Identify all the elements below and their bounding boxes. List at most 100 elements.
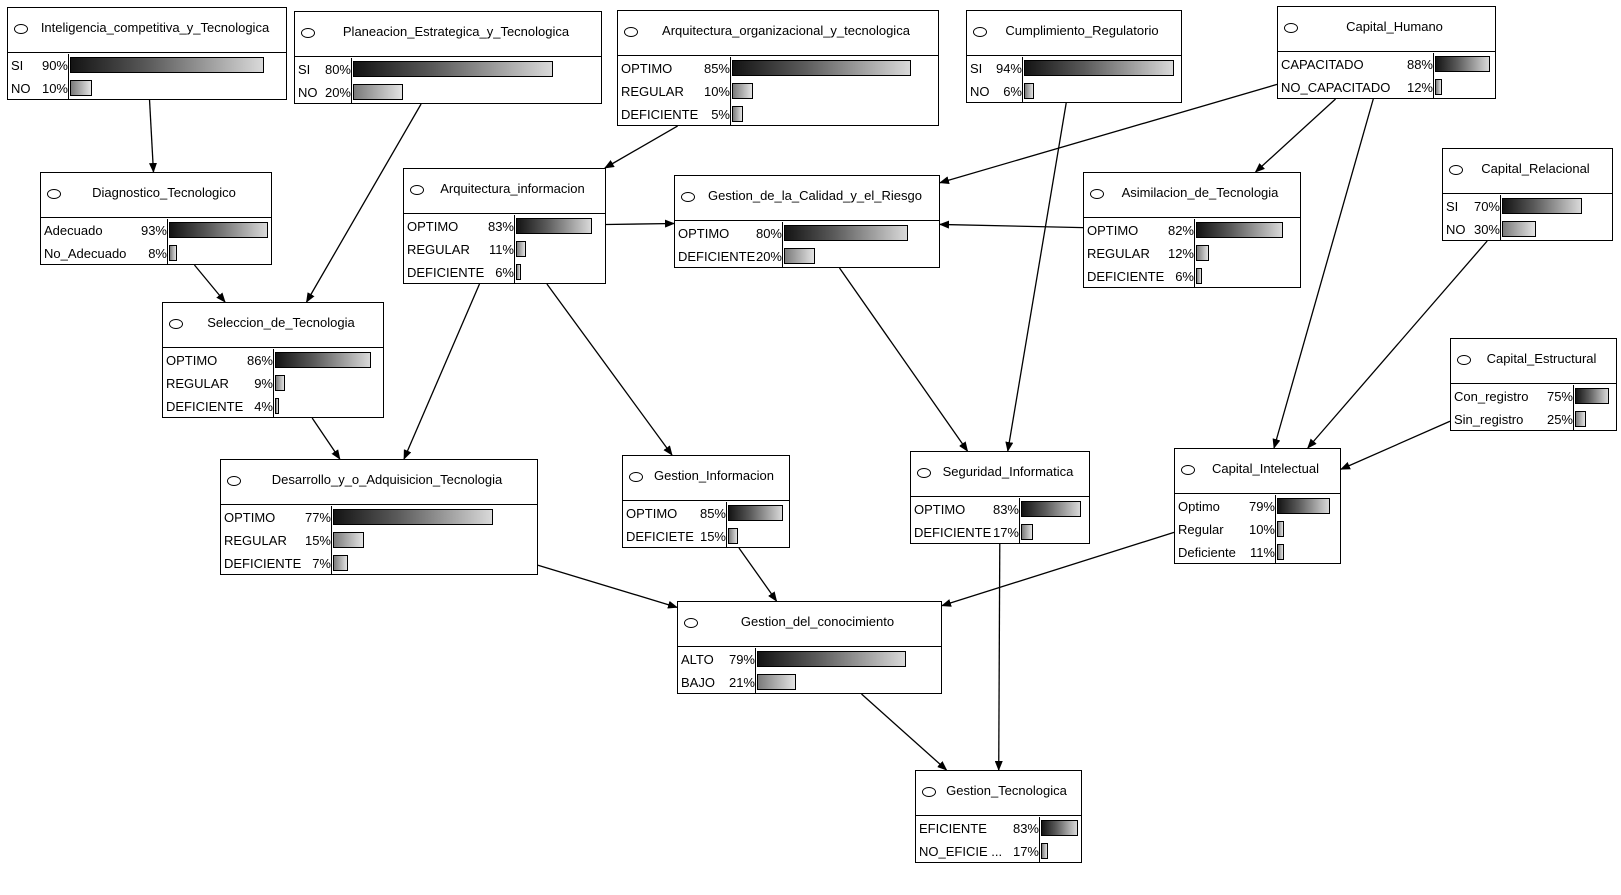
probability-bar (333, 532, 364, 548)
node-arq-org[interactable]: Arquitectura_organizacional_y_tecnologic… (617, 10, 939, 126)
probability-bar (333, 555, 348, 571)
node-title: Gestion_Tecnologica (946, 783, 1067, 798)
state-label: Optimo (1178, 499, 1220, 514)
probability-bar (1024, 83, 1034, 99)
probability-bar (275, 375, 285, 391)
bar-separator (331, 552, 332, 575)
node-header: Seleccion_de_Tecnologia (163, 303, 383, 348)
node-oval-icon (227, 476, 241, 486)
state-percent: 85% (699, 506, 726, 521)
bar-separator (1022, 80, 1023, 103)
probability-bar (1041, 843, 1048, 859)
node-header: Cumplimiento_Regulatorio (967, 11, 1181, 56)
state-percent: 90% (41, 58, 68, 73)
probability-bar (70, 80, 92, 96)
edge-arrow (939, 83, 1278, 185)
edge-arrow (148, 99, 157, 173)
bar-separator (1433, 76, 1434, 99)
state-percent: 6% (1003, 84, 1022, 99)
state-percent: 83% (992, 502, 1019, 517)
bar-separator (1019, 498, 1020, 521)
bar-separator (726, 502, 727, 525)
node-header: Asimilacion_de_Tecnologia (1084, 173, 1300, 218)
edge-arrow (994, 543, 1003, 771)
probability-bar (353, 61, 553, 77)
state-percent: 21% (728, 675, 755, 690)
edge-arrow (861, 693, 948, 771)
bar-separator (1039, 840, 1040, 863)
state-percent: 80% (324, 62, 351, 77)
state-label: DEFICIENTE (678, 249, 756, 264)
node-oval-icon (1449, 165, 1463, 175)
state-label: OPTIMO (1087, 223, 1139, 238)
node-oval-icon (14, 24, 28, 34)
bar-separator (1573, 385, 1574, 408)
probability-bar (1435, 56, 1490, 72)
probability-bar (1575, 388, 1609, 404)
bar-separator (273, 372, 274, 395)
state-row: OPTIMO 85% (623, 502, 789, 525)
state-percent: 80% (755, 226, 782, 241)
state-percent: 30% (1473, 222, 1500, 237)
state-label: DEFICIETE (626, 529, 694, 544)
state-label: DEFICIENTE (407, 265, 485, 280)
state-percent: 94% (995, 61, 1022, 76)
node-header: Arquitectura_organizacional_y_tecnologic… (618, 11, 938, 56)
state-percent: 17% (992, 525, 1019, 540)
probability-bar (1277, 521, 1284, 537)
state-label: OPTIMO (166, 353, 218, 368)
state-percent: 70% (1473, 199, 1500, 214)
state-label: SI (298, 62, 311, 77)
node-title: Seleccion_de_Tecnologia (207, 315, 355, 330)
node-oval-icon (684, 618, 698, 628)
bar-separator (730, 103, 731, 126)
state-label: Con_registro (1454, 389, 1529, 404)
bar-separator (167, 219, 168, 242)
state-percent: 20% (755, 249, 782, 264)
state-row: SI 80% (295, 58, 601, 81)
node-oval-icon (301, 28, 315, 38)
node-header: Capital_Intelectual (1175, 449, 1340, 494)
node-header: Capital_Relacional (1443, 149, 1612, 194)
probability-bar (516, 264, 521, 280)
state-row: NO_EFICIE ...17% (916, 840, 1081, 863)
probability-bar (1435, 79, 1442, 95)
bar-separator (331, 529, 332, 552)
probability-bar (1196, 245, 1209, 261)
node-header: Seguridad_Informatica (911, 452, 1089, 497)
bar-separator (730, 57, 731, 80)
state-label: Adecuado (44, 223, 103, 238)
state-label: OPTIMO (626, 506, 678, 521)
bar-separator (1022, 57, 1023, 80)
state-percent: 77% (304, 510, 331, 525)
edge-arrow (1254, 98, 1336, 173)
